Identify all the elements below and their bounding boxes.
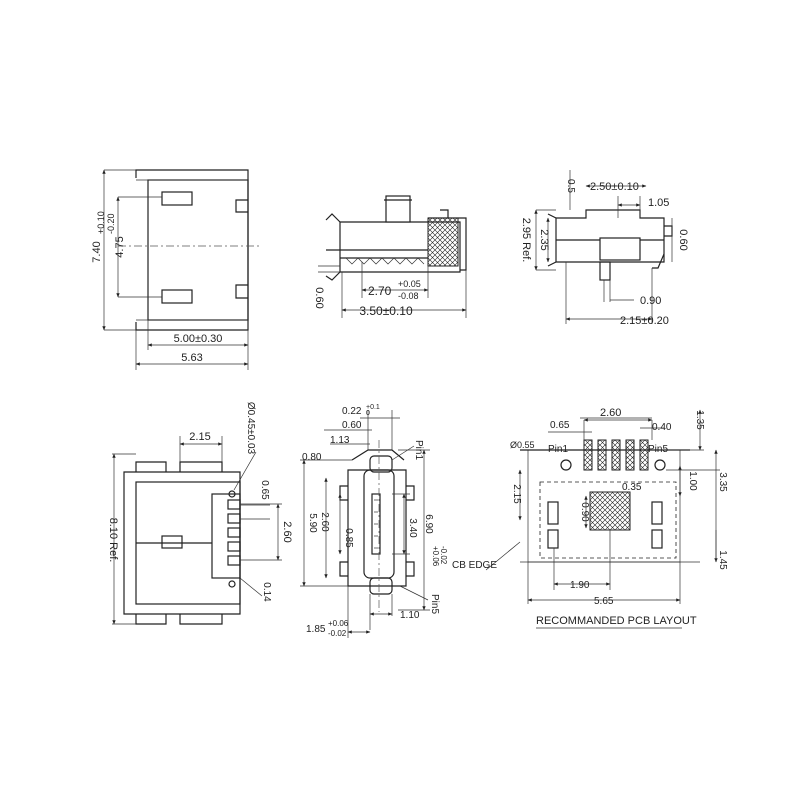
dim-top-offset: 0.5: [565, 179, 576, 193]
dim-tongue-length: 2.70: [368, 284, 392, 298]
dim-lead-width: 0.90: [640, 295, 661, 307]
dim-overall-height-ref: 2.95 Ref.: [520, 218, 532, 263]
front-view: 0.22 +0.1 0 0.60 1.13 0.80 5.90 2.60 0.8…: [300, 404, 448, 638]
pcb-layout-caption: RECOMMANDED PCB LAYOUT: [536, 615, 697, 627]
dim-gap: 0.22: [342, 406, 362, 417]
dim-edge-offset: 1.45: [717, 550, 728, 570]
label-pin1: Pin1: [548, 444, 568, 455]
dim-total-depth: 3.35: [717, 472, 728, 492]
end-view: 0.5 2.50±0.10 1.05 2.95 Ref. 2.35 0.60 0…: [520, 170, 689, 327]
dim-pin-spacing: 4.75: [114, 236, 126, 257]
dim-tab-offset: 1.00: [687, 471, 698, 491]
dim-overall-width: 5.63: [181, 352, 202, 364]
dim-shell-thickness: 0.60: [313, 287, 325, 308]
dim-hole-offset: 2.15: [511, 484, 522, 504]
dim-total-height: 7.40: [91, 241, 103, 262]
dim-center-pad-height: 0.90: [579, 502, 590, 522]
dim-outer-height: 6.90: [423, 514, 434, 534]
dim-outer-height-tol-plus: +0.06: [431, 546, 440, 567]
dim-tab-width: 2.15: [189, 431, 210, 443]
dim-total-height-tol-plus: +0.10: [96, 211, 106, 234]
dim-pin-span: 2.60: [281, 521, 293, 542]
dim-tongue-thickness: 0.85: [343, 528, 354, 548]
dim-depth: 3.50±0.10: [359, 304, 413, 318]
dim-inner-width: 1.13: [330, 435, 350, 446]
dim-base-height: 1.85: [306, 624, 326, 635]
dim-pin-span: 2.60: [319, 512, 330, 532]
dim-pad-pitch: 0.40: [652, 422, 672, 433]
dim-top-width: 2.50±0.10: [590, 181, 639, 193]
top-view: 7.40 +0.10 -0.20 4.75 5.00±0.30 5.63: [91, 169, 262, 370]
dim-outer-height-tol-minus: -0.02: [439, 546, 448, 565]
dim-gap-tol-plus: +0.1: [366, 404, 380, 411]
dim-overall-length-ref: 8.10 Ref.: [107, 518, 119, 563]
label-pin1: Pin1: [413, 440, 424, 460]
dim-bottom-tab: 1.10: [400, 610, 420, 621]
dim-lead-span: 2.15±0.20: [620, 315, 669, 327]
bottom-view: Ø0.45±0.03 2.15 0.65 8.10 Ref. 2.60 0.14: [107, 402, 293, 625]
dim-hole-diameter: Ø0.45±0.03: [245, 402, 256, 455]
dim-total-height-tol-minus: -0.20: [106, 213, 116, 234]
label-pin5: Pin5: [648, 444, 668, 455]
dim-pad-width: 0.65: [550, 420, 570, 431]
dim-hole-diameter: Ø0.55: [510, 440, 535, 450]
dim-tab-width: 1.05: [648, 197, 669, 209]
dim-overall-height: 5.90: [307, 513, 318, 533]
dim-tongue-span: 3.40: [407, 518, 418, 538]
dim-base-height-tol-plus: +0.06: [328, 619, 349, 628]
dim-tab-span: 1.90: [570, 580, 590, 591]
side-section-view: 0.60 2.70 +0.05 -0.08 3.50±0.10: [313, 195, 467, 318]
dim-pin-offset: 0.14: [261, 582, 272, 602]
dim-body-width: 5.00±0.30: [174, 333, 223, 345]
dim-side-thickness: 0.60: [677, 229, 689, 250]
dim-tongue-length-tol-plus: +0.05: [398, 279, 421, 289]
dim-pin-pitch: 0.65: [259, 480, 270, 500]
pcb-layout-view: 0.65 2.60 0.40 1.35 Ø0.55 2.15 0.35 1.00…: [452, 407, 728, 629]
dim-overall-width: 5.65: [594, 596, 614, 607]
dim-base-height-tol-minus: -0.02: [328, 629, 347, 638]
dim-pad-span: 2.60: [600, 407, 621, 419]
dim-body-height: 2.35: [538, 229, 550, 250]
label-pin5: Pin5: [429, 594, 440, 614]
dim-center-offset: 0.35: [622, 482, 642, 493]
dim-tongue-length-tol-minus: -0.08: [398, 291, 419, 301]
label-pcb-edge: CB EDGE: [452, 560, 497, 571]
dim-pad-length: 1.35: [694, 410, 705, 430]
dim-side-tab: 0.80: [302, 452, 322, 463]
dim-gap-tol-zero: 0: [366, 410, 370, 417]
dim-lip-width: 0.60: [342, 420, 362, 431]
